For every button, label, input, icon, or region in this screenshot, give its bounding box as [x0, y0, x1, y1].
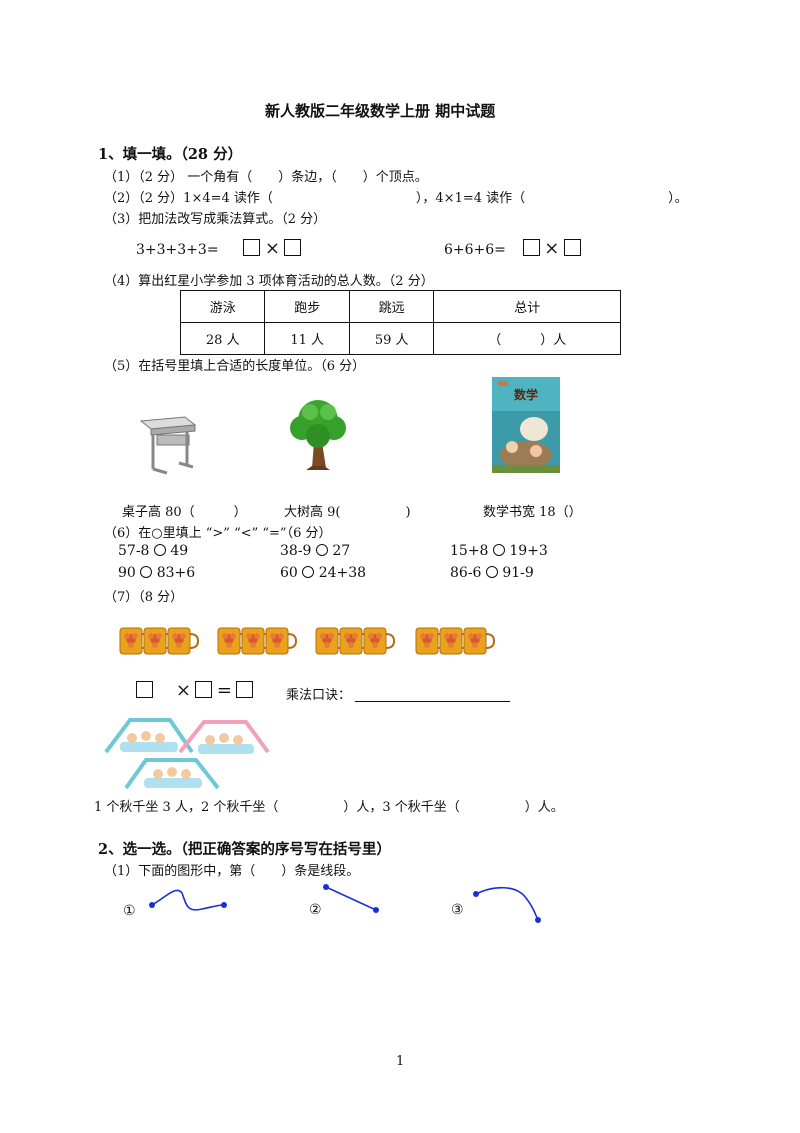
q6-text: （6）在○里填上 “>” “<” “=”（6 分） — [104, 526, 332, 541]
answer-box[interactable] — [195, 681, 213, 698]
compare-left: 86-6 — [450, 565, 482, 581]
q3b-label: 6+6+6= — [444, 242, 506, 258]
section2-q1: （1）下面的图形中，第（ ）条是线段。 — [104, 864, 360, 879]
page-number: 1 — [396, 1054, 405, 1069]
section2-heading: 2、选一选。（把正确答案的序号写在括号里） — [98, 841, 391, 858]
compare-circle[interactable] — [315, 544, 328, 556]
table-header-cell: 跳远 — [348, 290, 435, 323]
compare-right: 83+6 — [156, 565, 196, 581]
answer-box[interactable] — [563, 239, 581, 256]
compare-left: 15+8 — [450, 543, 489, 559]
compare-left: 90 — [118, 565, 136, 581]
times-sign: × — [544, 238, 560, 259]
q5-item-book: 数学书宽 18（） — [483, 505, 582, 520]
compare-circle[interactable] — [140, 566, 153, 578]
swings-image — [104, 718, 270, 790]
section1-heading: 1、填一填。（28 分） — [98, 146, 243, 163]
formula-label: 乘法口诀： — [286, 688, 352, 703]
q7-equation: × = — [136, 680, 254, 701]
q3-expression-a: 3+3+3+3= × — [136, 238, 302, 259]
q7-text: （7）（8 分） — [104, 590, 184, 605]
desk-image — [139, 416, 197, 475]
total-answer-cell[interactable]: （ ）人 — [433, 322, 621, 355]
option-3-label[interactable]: ③ — [451, 902, 464, 918]
q5-item-desk: 桌子高 80（ ） — [122, 505, 247, 520]
q3a-label: 3+3+3+3= — [136, 242, 219, 258]
compare-circle[interactable] — [492, 544, 505, 556]
compare-right: 24+38 — [318, 565, 367, 581]
q5-item-tree: 大树高 9( ) — [284, 505, 411, 520]
q1-text: （1）（2 分） 一个角有（ ）条边，（ ）个顶点。 — [104, 170, 428, 185]
compare-right: 49 — [170, 543, 189, 559]
table-cell: 28 人 — [179, 322, 266, 355]
q3-text: （3）把加法改写成乘法算式。（2 分） — [104, 212, 327, 227]
times-sign: × — [175, 680, 191, 701]
table-header-row: 游泳 跑步 跳远 总计 — [179, 290, 621, 323]
equals-sign: = — [216, 680, 232, 701]
page-title: 新人教版二年级数学上册 期中试题 — [265, 102, 496, 120]
table-row: 28 人 11 人 59 人 （ ）人 — [179, 322, 621, 355]
formula-blank[interactable] — [355, 687, 511, 702]
table-cell: 59 人 — [348, 322, 435, 355]
option-1-label[interactable]: ① — [123, 903, 136, 919]
sports-table: 游泳 跑步 跳远 总计 28 人 11 人 59 人 （ ）人 — [179, 290, 621, 355]
compare-circle[interactable] — [485, 566, 498, 578]
compare-right: 19+3 — [509, 543, 548, 559]
table-cell: 11 人 — [264, 322, 350, 355]
compare-circle[interactable] — [153, 544, 166, 556]
cups-image — [119, 627, 495, 655]
answer-box[interactable] — [522, 239, 540, 256]
q2-text: （2）（2 分）1×4=4 读作（ ），4×1=4 读作（ ）。 — [104, 191, 688, 206]
table-header-cell: 跑步 — [264, 290, 350, 323]
option-2-segment — [323, 884, 379, 913]
swing-question: 1 个秋千坐 3 人，2 个秋千坐（ ）人，3 个秋千坐（ ）人。 — [94, 800, 564, 815]
q3-expression-b: 6+6+6= × — [444, 238, 581, 259]
compare-right: 27 — [332, 543, 351, 559]
compare-circle[interactable] — [302, 566, 315, 578]
option-1-curve — [149, 889, 227, 911]
answer-box[interactable] — [136, 681, 153, 698]
option-3-curve — [473, 886, 541, 923]
q4-text: （4）算出红星小学参加 3 项体育活动的总人数。（2 分） — [104, 274, 434, 289]
compare-left: 60 — [280, 565, 298, 581]
compare-left: 38-9 — [280, 543, 312, 559]
answer-box[interactable] — [236, 681, 254, 698]
compare-left: 57-8 — [118, 543, 150, 559]
multiplication-formula: 乘法口诀： — [286, 684, 511, 703]
answer-box[interactable] — [243, 239, 261, 256]
times-sign: × — [264, 238, 281, 259]
tree-image — [290, 400, 346, 470]
answer-box[interactable] — [284, 239, 302, 256]
compare-right: 91-9 — [502, 565, 534, 581]
table-header-cell: 总计 — [433, 290, 621, 323]
table-header-cell: 游泳 — [179, 290, 266, 323]
option-2-label[interactable]: ② — [309, 902, 322, 918]
q5-text: （5）在括号里填上合适的长度单位。（6 分） — [104, 359, 366, 374]
math-book-image: 数学 — [492, 377, 560, 473]
book-title-text: 数学 — [514, 387, 538, 402]
